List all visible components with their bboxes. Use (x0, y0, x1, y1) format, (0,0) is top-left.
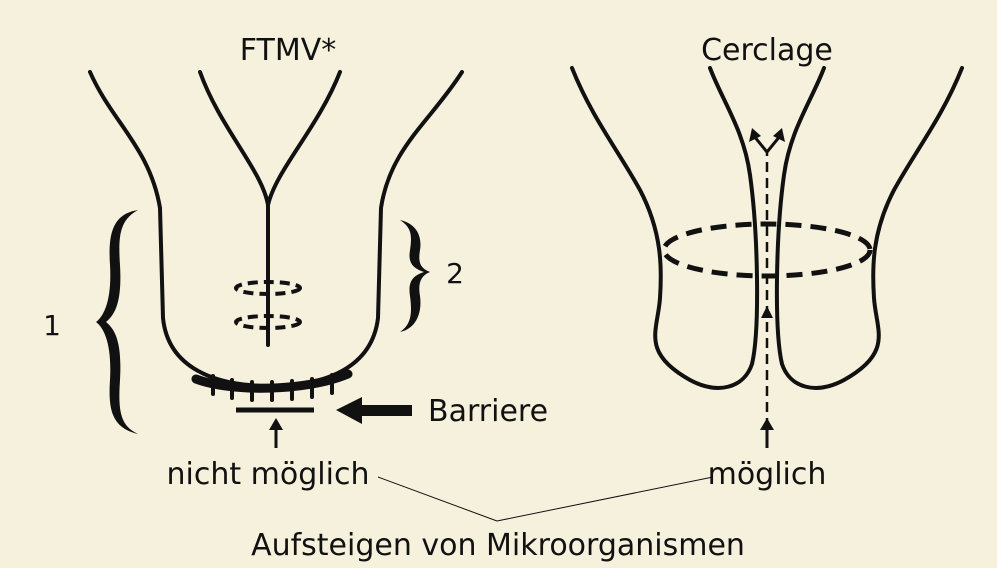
ftmv-result-label: nicht möglich (167, 457, 370, 492)
ftmv-brace-1 (96, 210, 138, 434)
cerclage-fork-arrow-right (773, 128, 785, 142)
caption: Aufsteigen von Mikroorganismen (251, 528, 745, 563)
cerclage-outline-left (572, 68, 757, 388)
cerclage-outline-right (777, 68, 962, 388)
cerclage-title: Cerclage (701, 33, 833, 68)
ftmv-title: FTMV* (240, 33, 336, 68)
ftmv-label-1: 1 (43, 309, 61, 342)
ftmv-up-arrow (269, 418, 283, 448)
caption-connectors (378, 477, 713, 521)
ftmv-cavity (200, 72, 340, 345)
ftmv-barrier-arrow (336, 397, 412, 424)
cerclage-panel: Cerclage möglich (572, 33, 962, 492)
cerclage-result-label: möglich (708, 457, 827, 492)
cerclage-fork (754, 136, 780, 152)
ftmv-barrier-label: Barriere (428, 394, 548, 429)
ftmv-uterus-outline (90, 72, 462, 386)
cerclage-fork-arrow-left (749, 128, 761, 142)
ftmv-panel: FTMV* 1 2 Barriere (43, 33, 548, 492)
ftmv-label-2: 2 (446, 257, 464, 290)
cerclage-up-arrow (760, 418, 774, 448)
ftmv-brace-2 (400, 220, 430, 332)
cerclage-path-arrowhead (761, 306, 773, 318)
